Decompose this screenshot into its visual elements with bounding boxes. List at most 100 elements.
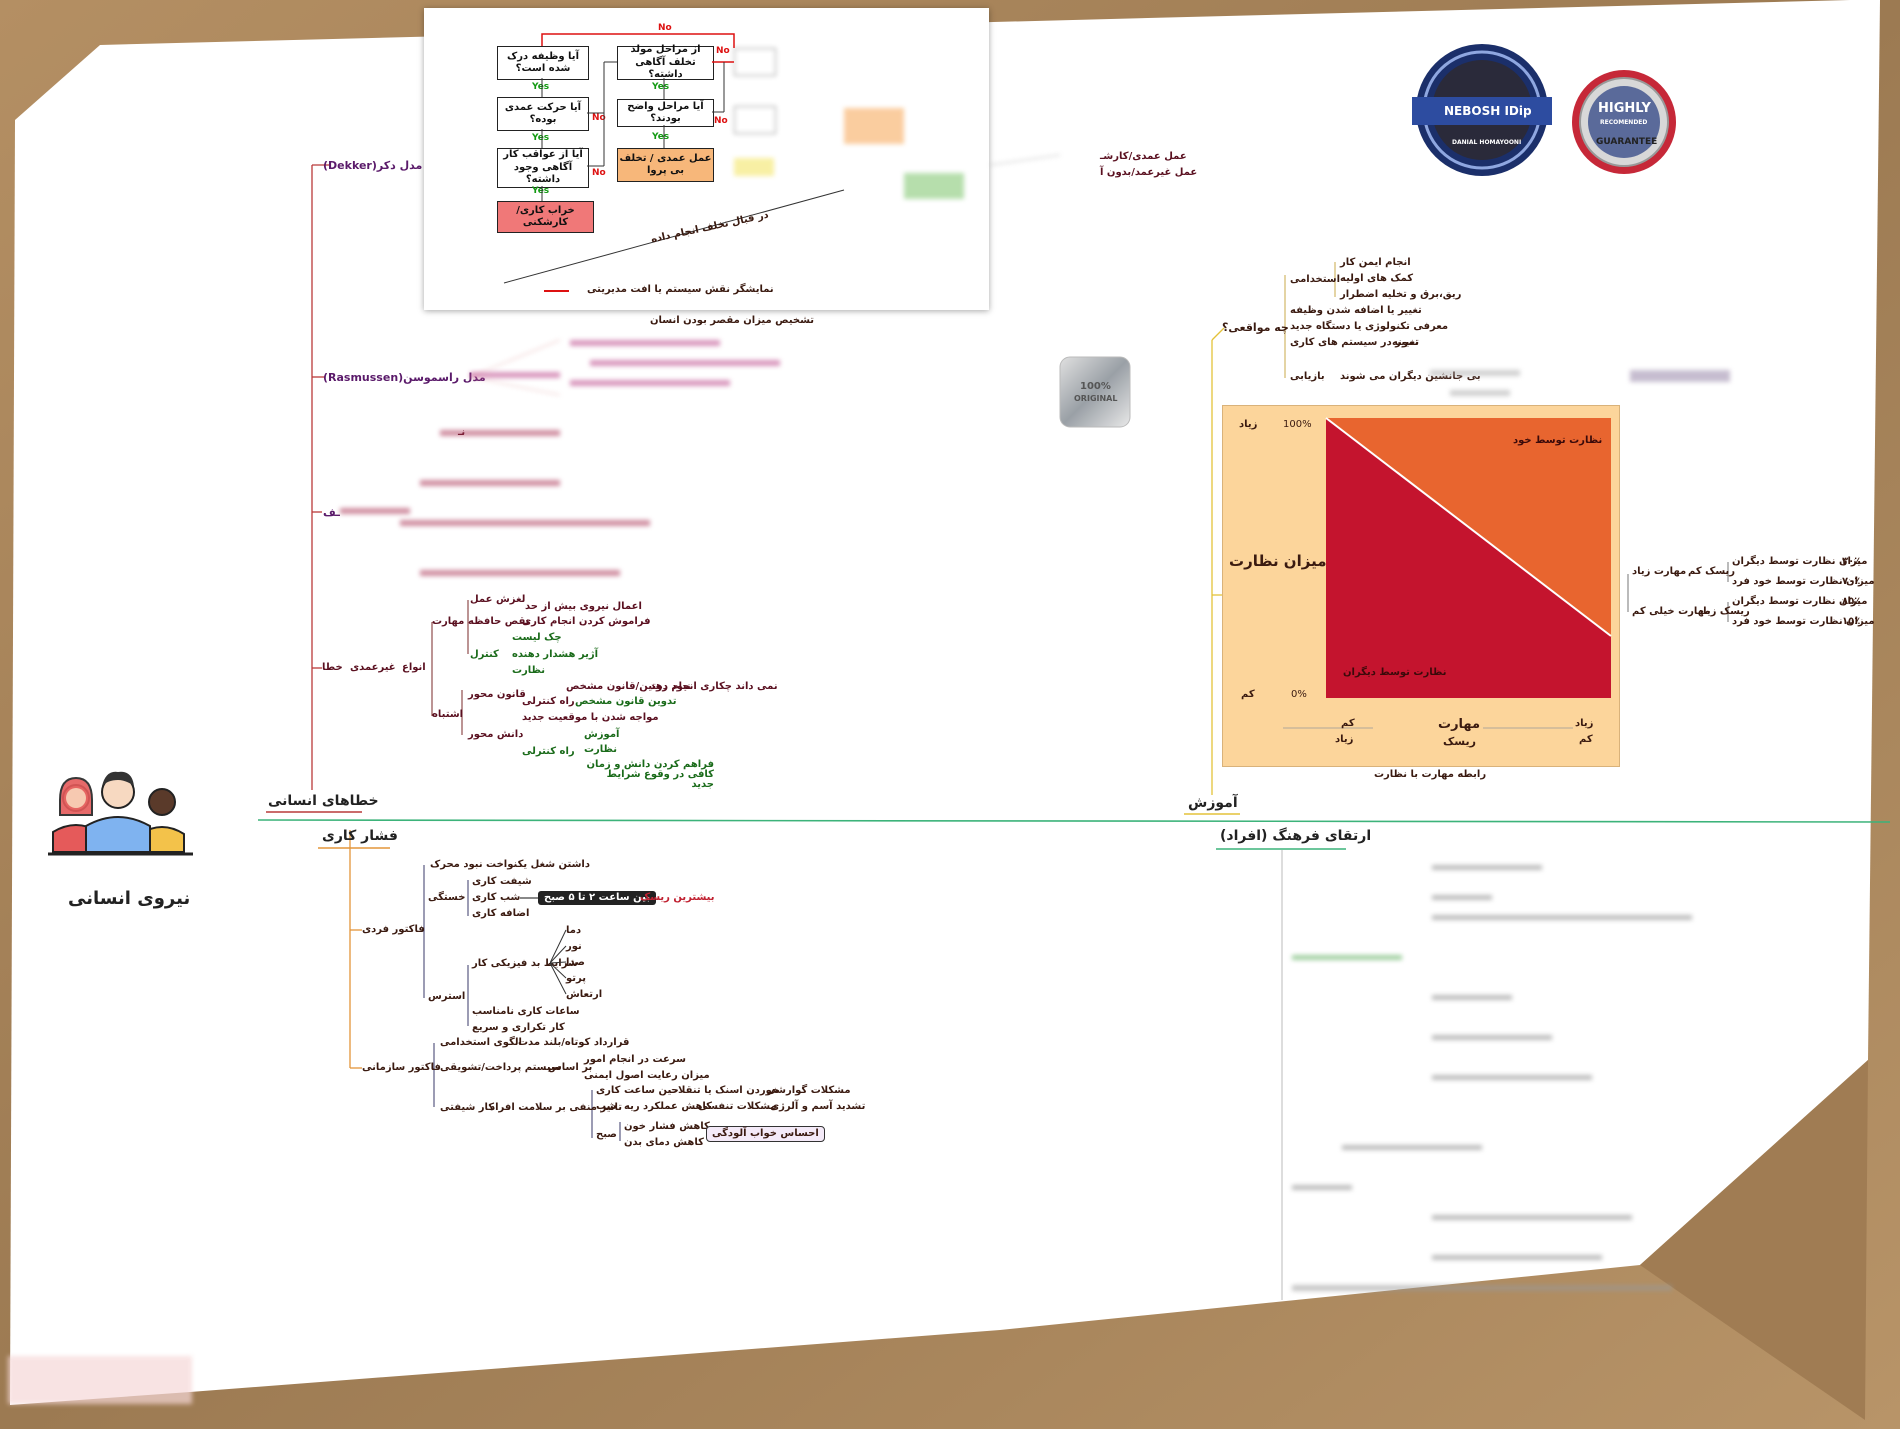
knowledge-control[interactable]: راه کنترلی [522,746,575,757]
shift-day-desc: خوردن اسنک یا تنقلات [668,1085,780,1096]
branch-training[interactable]: آموزش [1188,795,1238,811]
fatigue-overtime: اضافه کاری [472,908,530,919]
org-shift[interactable]: کار شیفتی [440,1102,495,1113]
supervision-chart-svg [1283,417,1612,729]
skill-node[interactable]: مهارت [432,616,465,627]
b2-percent: ۱۵٪ [1842,616,1861,627]
control-alarm: آژیر هشدار دهنده [512,649,599,660]
lapse-desc: فراموش کردن انجام کاری [522,616,651,627]
sleepy-badge: احساس خواب آلودگی [706,1126,825,1142]
control-node[interactable]: کنترل [470,649,499,660]
chart-y-top-word: زیاد [1239,419,1258,430]
knowledge-training: آموزش [584,729,620,740]
flow-no-5: No [714,116,728,126]
root-node[interactable]: نیروی انسانی [48,760,198,920]
physical-node[interactable]: شرایط بد فیزیکی کار [472,958,578,969]
flow-q2: آیا حرکت عمدی بوده؟ [497,97,589,131]
middle-branch-label[interactable]: ـف [323,506,340,519]
flow-q4: از مراحل مولد تخلف آگاهی داشته؟ [617,44,714,80]
fatigue-shift: شیفت کاری [472,876,532,887]
chart-region-self: نظارت توسط خود [1513,435,1603,446]
motivation-desc: داشتن شغل یکنواخت [486,859,590,870]
flow-yes-1: Yes [532,82,550,92]
training-retired[interactable]: بازیابی [1290,371,1325,382]
physical-fan [550,929,567,995]
org-payment[interactable]: سیستم پرداخت/تشویقی [440,1062,561,1073]
nebosh-seal-icon [1412,44,1552,176]
rasmussen-model-label[interactable]: مدل راسموسن(Rasmussen) [323,371,486,384]
motivation-node[interactable]: نبود محرک [430,859,483,870]
chart-xlabel-skill: مهارت [1438,717,1481,732]
training-emergency: ریق،برق و تخلیه اضطرار [1340,289,1462,300]
recommended-seal-icon [1572,70,1676,174]
error-node[interactable]: خطا [322,662,343,673]
knowledge-supervision: نظارت [584,744,618,755]
types-node[interactable]: انواع [402,662,426,673]
a2-label: میزان نظارت توسط خود فرد [1732,576,1875,587]
phys-vibration: ارتعاش [566,989,603,1000]
shift-day[interactable]: حین ساعت کاری [596,1085,679,1096]
dekker-model-label[interactable]: مدل دکر(Dekker) [323,159,423,172]
b1-percent: ۸۵٪ [1842,596,1861,607]
highly-text: HIGHLY [1598,101,1651,116]
training-employment[interactable]: استخدامی [1290,274,1341,285]
branch-work-pressure[interactable]: فشار کاری [322,828,398,844]
training-when[interactable]: چه مواقعی؟ [1222,321,1289,334]
recommended-badge: HIGHLY RECOMENDED GUARANTEE [1570,68,1678,176]
knowledge-desc: مواجه شدن با موقعیت جدید [522,712,659,723]
flow-yes-4: Yes [652,82,670,92]
flow-blurred-area [734,28,984,208]
original-text: 100% [1080,381,1111,392]
flow-legend: نمایشگر نقش سیستم یا افت مدیریتی [587,284,774,295]
fatigue-node[interactable]: خستگی [428,892,466,903]
chart-xlabel-risk: ریسک [1443,735,1476,748]
flow-q5: آیا مراحل واضح بودند؟ [617,99,714,127]
shift-night-desc: کاهش عملکرد ریه [624,1101,712,1112]
chart-y-bottom: 0% [1291,689,1307,700]
shift-morning[interactable]: صبح [596,1129,617,1140]
chart-skill-high: زیاد [1575,718,1594,729]
org-employment[interactable]: الگوی استخدامی [440,1037,522,1048]
stress-node[interactable]: استرس [428,991,466,1002]
branch-culture[interactable]: ارتقای فرهنگ (افراد) [1220,828,1372,844]
individual-factor[interactable]: فاکتور فردی [362,924,425,935]
low-risk-node[interactable]: ریسک کم [1688,566,1736,577]
rule-node[interactable]: قانون محور [468,689,526,700]
hologram-seal-icon [1059,356,1131,428]
org-factor[interactable]: فاکتور سازمانی [362,1062,441,1073]
rasmussen-blurred [470,330,830,410]
chart-risk-low: کم [1579,734,1593,745]
nebosh-text: NEBOSH IDip [1444,104,1532,118]
shift-night[interactable]: شب [596,1101,617,1112]
original-text-2: ORIGINAL [1074,394,1118,403]
rule-control[interactable]: راه کنترلی [522,696,575,707]
dekker-out-1: عمل عمدی/کارشـ [1100,151,1187,162]
slip-node[interactable]: لغزش عمل [470,594,526,605]
flow-no-4: No [716,46,730,56]
risk-peak: بیشترین ریسک [640,892,715,903]
people-group-icon [48,771,193,856]
training-sample[interactable]: نمونه [1392,337,1419,348]
branch-human-errors[interactable]: خطاهای انسانی [268,793,379,809]
training-replacement: بی جانشین دیگران می شوند [1340,371,1481,382]
lapse-node[interactable]: نقص حافظه [468,616,530,627]
training-new-tech: معرفی تکنولوژی یا دستگاه جدید [1290,321,1449,332]
unintentional-node[interactable]: غیرعمدی [350,662,396,673]
high-skill-node[interactable]: مهارت زیاد [1632,566,1687,577]
supervision-chart: 100% 0% زیاد کم میزان نظارت نظارت توسط خ… [1222,405,1620,767]
rule-desc-2: نبود روتین/قانون مشخص [566,681,691,692]
flow-arrows [503,33,845,292]
a1-percent: ۳۰٪ [1842,556,1861,567]
shift-night-desc-3: تشدید آسم و آلرژی [770,1101,866,1112]
high-risk-node[interactable]: ریسک زیاد [1698,606,1750,617]
flow-yes-3: Yes [532,186,550,196]
vlow-skill-node[interactable]: مهارت خیلی کم [1632,606,1711,617]
mistake-node[interactable]: اشتباه [432,709,464,720]
dekker-flowchart: آیا وظیفه درک شده است؟ آیا حرکت عمدی بود… [424,8,989,310]
b1-label: میزان نظارت توسط دیگران [1732,596,1868,607]
flow-q3: آیا از عواقب کار آگاهی وجود داشته؟ [497,148,589,188]
phys-noise: صدا [566,957,585,968]
knowledge-node[interactable]: دانش محور [468,729,524,740]
